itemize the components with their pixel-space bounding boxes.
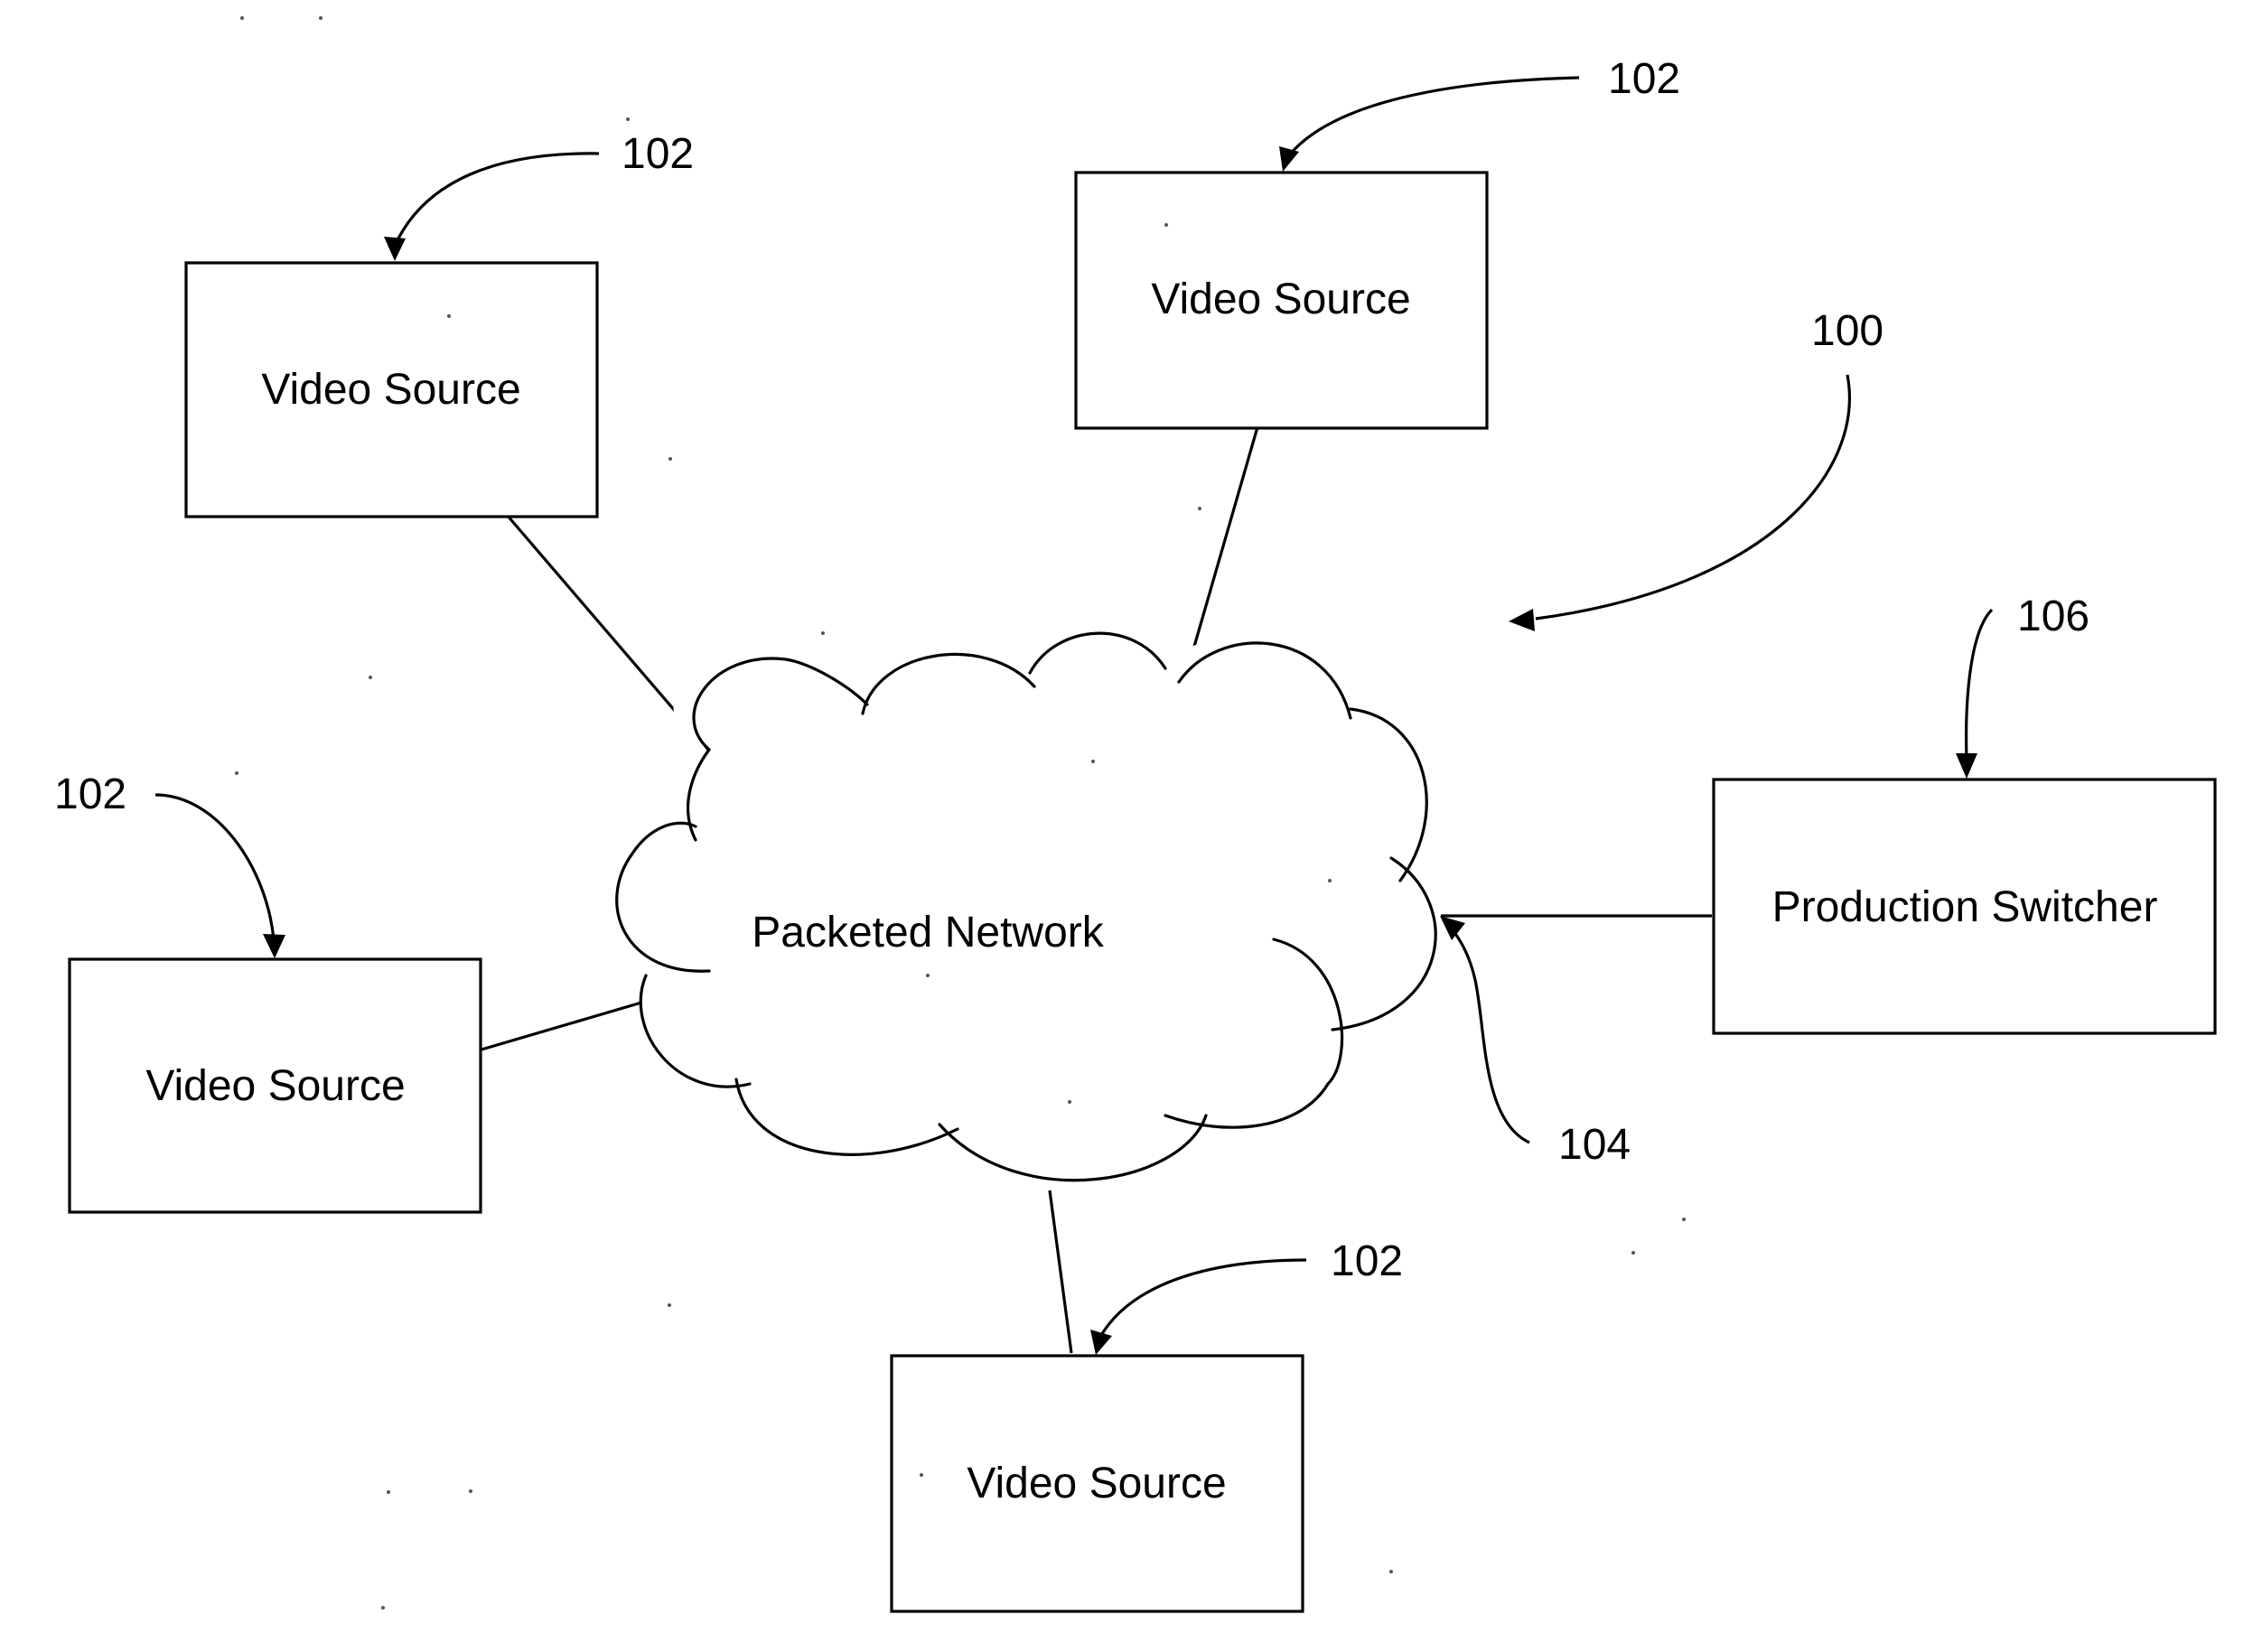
leader-arrowhead [1440,916,1465,940]
ref-numeral: 104 [1558,1121,1631,1169]
ref-numeral: 102 [54,770,126,818]
video-source-top-center-label: Video Source [1151,275,1410,323]
ref-102-bottom: 102 [1090,1237,1403,1355]
ref-102-top-left: 102 [384,130,694,261]
ref-numeral: 100 [1811,307,1883,355]
ref-104-network: 104 [1440,916,1631,1169]
video-source-left: Video Source [70,959,481,1212]
leader-arrowhead [384,237,406,261]
production-switcher: Production Switcher [1714,779,2215,1033]
ref-numeral: 102 [622,130,694,178]
ref-100-system: 100 [1509,307,1883,631]
video-source-top-center: Video Source [1076,173,1487,428]
leader-arrowhead [1956,753,1977,779]
leader-arrowhead [263,934,285,958]
video-source-top-left: Video Source [186,263,597,517]
leader-arrowhead [1509,609,1535,631]
connection-top-center [1188,427,1257,668]
leader-arrowhead [1090,1330,1112,1355]
ref-numeral: 102 [1331,1237,1403,1285]
ref-102-left: 102 [54,770,285,958]
video-source-top-left-label: Video Source [261,366,520,414]
ref-numeral: 106 [2017,593,2089,640]
packeted-network-cloud: Packeted Network [617,630,1437,1182]
video-source-bottom: Video Source [892,1356,1303,1611]
leader-arrowhead [1279,146,1299,172]
packeted-network-label: Packeted Network [752,909,1105,957]
connection-left [481,1003,641,1050]
connection-bottom [1050,1190,1071,1353]
production-switcher-label: Production Switcher [1772,883,2158,931]
video-source-left-label: Video Source [145,1062,405,1110]
ref-numeral: 102 [1608,55,1680,103]
ref-102-top-center: 102 [1279,55,1680,172]
ref-106-production-switcher: 106 [1956,593,2089,779]
video-source-bottom-label: Video Source [967,1460,1226,1507]
